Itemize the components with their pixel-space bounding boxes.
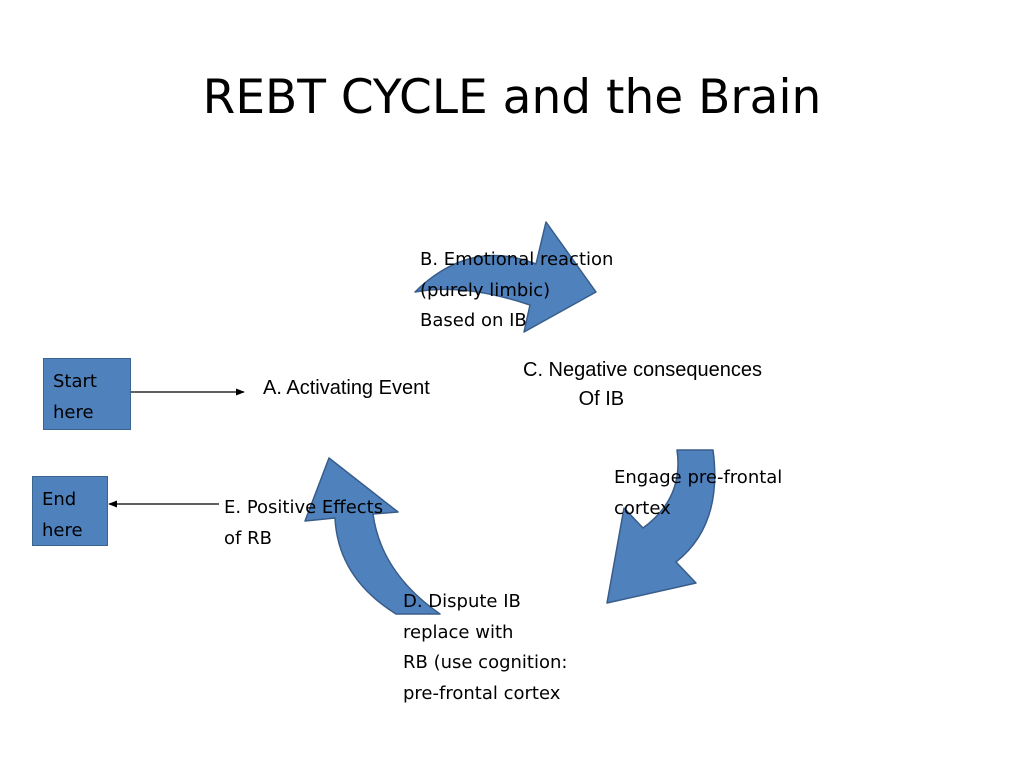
emotional-reaction-label: B. Emotional reaction (purely limbic) Ba… bbox=[420, 249, 614, 331]
negative-consequences-label: C. Negative consequences Of IB bbox=[523, 359, 763, 410]
end-here-box: End here bbox=[32, 476, 108, 546]
slide-title: REBT CYCLE and the Brain bbox=[202, 70, 822, 125]
curved-arrow-a-to-c bbox=[414, 221, 597, 333]
curved-arrow-d-to-e bbox=[304, 457, 441, 615]
engage-prefrontal-label: Engage pre-frontal cortex bbox=[614, 467, 783, 519]
start-here-box: Start here bbox=[43, 358, 131, 430]
dispute-ib-label: D. Dispute IB replace with RB (use cogni… bbox=[403, 591, 568, 704]
positive-effects-label: E. Positive Effects of RB bbox=[224, 497, 384, 549]
activating-event-label: A. Activating Event bbox=[263, 377, 430, 399]
curved-arrow-c-to-d bbox=[606, 449, 716, 604]
